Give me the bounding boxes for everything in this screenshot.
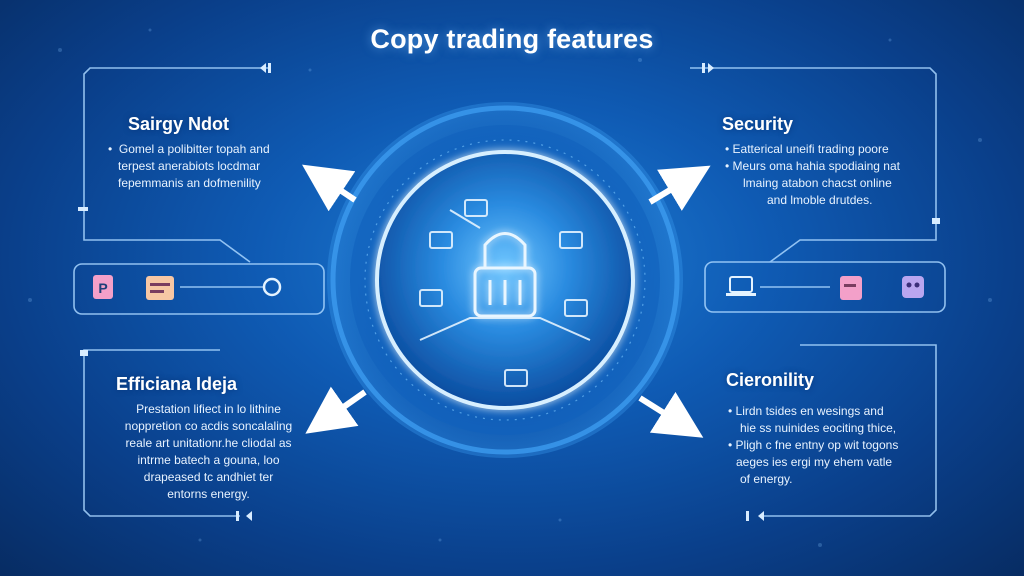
panel-bottom-right-line: • Pligh c fne entny op wit togons — [728, 438, 899, 452]
arrow-down-left — [305, 386, 367, 434]
right-icon-row-frame — [704, 261, 946, 313]
card-icon — [146, 276, 174, 300]
bullet-icon: • — [108, 142, 119, 156]
panel-bottom-right-text: • Lirdn tsides en wesings and hie ss nui… — [728, 403, 928, 488]
orb-chip-icons — [419, 199, 591, 387]
panel-bottom-left-text: Prestation lifiect in lo lithine noppret… — [96, 401, 321, 503]
panel-bottom-left-line: drapeased tc andhiet ter — [143, 470, 274, 484]
arrow-up-right — [648, 165, 711, 211]
right-icon-row — [726, 276, 924, 300]
bullet-icon: • — [728, 438, 736, 452]
panel-top-right-line: lmaing atabon chacst online — [743, 176, 892, 190]
frame-top-right — [690, 67, 937, 263]
frame-lines — [73, 67, 946, 517]
left-icon-row-frame — [73, 263, 325, 315]
panel-top-right-text: • Eatterical uneifi trading poore • Meur… — [725, 141, 925, 209]
panel-bottom-left-line: noppretion co acdis soncalaling — [124, 419, 293, 433]
panel-bottom-left-heading: Efficiana Ideja — [116, 374, 238, 394]
arrows — [302, 164, 711, 438]
frame-bottom-left — [83, 349, 240, 517]
bullet-icon: • — [725, 142, 733, 156]
panel-bottom-left-line: reale art unitationr.he cliodal as — [125, 436, 292, 450]
panel-bottom-right-line: of energy. — [740, 472, 793, 486]
left-icon-row: P — [93, 275, 282, 300]
panel-top-right-line: • Eatterical uneifi trading poore — [725, 142, 889, 156]
panel-top-right-line: and lmoble drutdes. — [767, 193, 873, 207]
robot-icon — [902, 276, 924, 298]
panel-bottom-right-line: aeges ies ergi my ehem vatle — [736, 455, 893, 469]
page-title: Copy trading features — [370, 24, 654, 54]
panel-top-right-heading: Security — [722, 114, 794, 134]
arrow-up-left — [302, 164, 357, 212]
padlock-icon — [473, 232, 537, 318]
background-particles — [28, 28, 992, 547]
bullet-icon: • — [725, 159, 733, 173]
panel-top-left-line: terpest anerabiots locdmar — [118, 159, 261, 173]
panel-bottom-right-line: hie ss nuinides eociting thice, — [740, 421, 897, 435]
panel-bottom-left-line: entorns energy. — [167, 487, 250, 501]
frame-bottom-right — [760, 344, 937, 517]
panel-top-left-line: fepemmanis an dofmenility — [118, 176, 261, 190]
panel-top-left-heading: Sairgy Ndot — [128, 114, 230, 134]
link-icon — [262, 277, 282, 297]
panel-top-left-line: • Gomel a polibitter topah and — [108, 142, 270, 156]
panel-bottom-left-line: Prestation lifiect in lo lithine — [136, 402, 281, 416]
laptop-icon — [726, 276, 756, 296]
panel-bottom-left-line: intrme batech a gouna, loo — [137, 453, 280, 467]
panel-top-left-text: • Gomel a polibitter topah and terpest a… — [108, 141, 308, 192]
frame-controls — [78, 63, 940, 521]
panel-bottom-right-heading: Cieronility — [726, 370, 815, 390]
svg-text:P: P — [98, 280, 107, 296]
bullet-icon: • — [728, 404, 736, 418]
panel-bottom-right-line: • Lirdn tsides en wesings and — [728, 404, 884, 418]
panel-top-right-line: • Meurs oma hahia spodiaing nat — [725, 159, 900, 173]
arrow-down-right — [638, 391, 704, 438]
folder-icon — [840, 276, 862, 300]
document-icon: P — [93, 275, 113, 299]
frame-top-left — [83, 67, 270, 263]
